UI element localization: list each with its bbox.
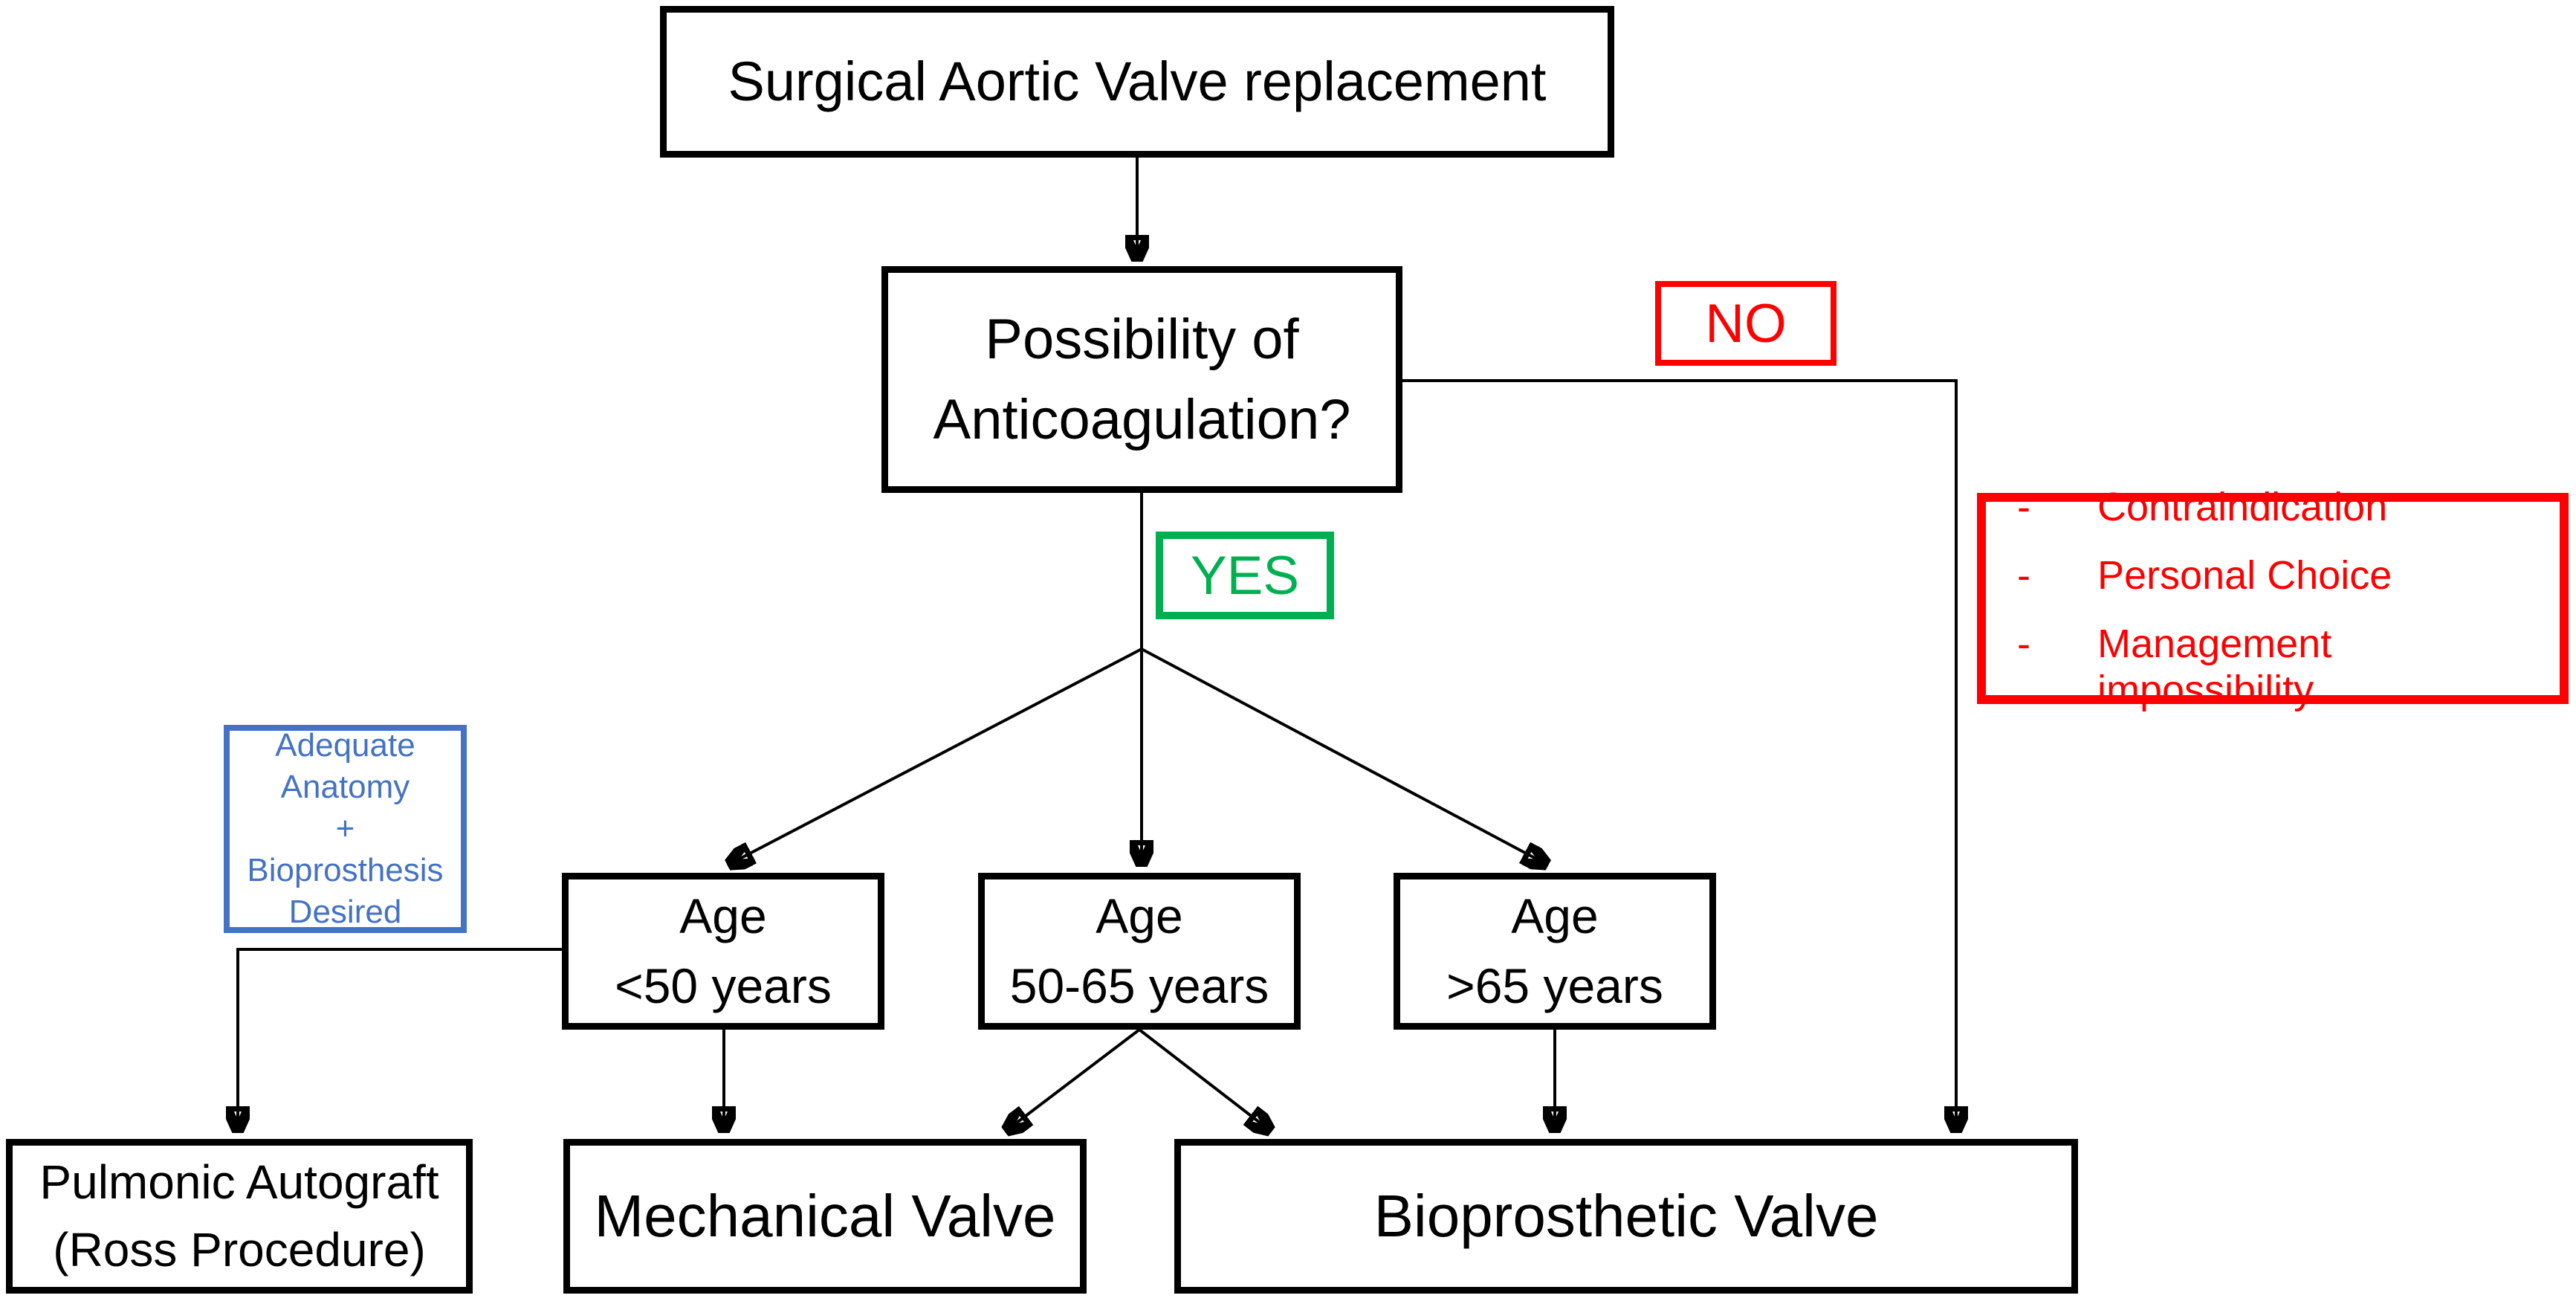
node-age-lt50: Age <50 years <box>562 873 884 1030</box>
no-reason-item: - Contraindication <box>2017 484 2546 530</box>
node-bioprosthetic-valve: Bioprosthetic Valve <box>1174 1139 2078 1294</box>
node-mechanical-valve-label: Mechanical Valve <box>594 1183 1056 1250</box>
node-mechanical-valve: Mechanical Valve <box>563 1139 1087 1294</box>
node-anticoagulation: Possibility of Anticoagulation? <box>881 266 1402 493</box>
connector-yes-to-age-lt50 <box>730 648 1142 864</box>
note-ross-criteria: Adequate Anatomy + Bioprosthesis Desired <box>224 725 467 933</box>
no-reason-bullet: - <box>2017 552 2030 598</box>
no-reason-bullet: - <box>2017 484 2030 529</box>
connector-yes-to-age-gt65 <box>1141 648 1546 864</box>
node-pulmonic-autograft-label: Pulmonic Autograft (Ross Procedure) <box>39 1155 439 1276</box>
node-age-gt65-label: Age >65 years <box>1446 888 1663 1013</box>
no-reason-text: Personal Choice <box>2097 552 2392 598</box>
connector-age-50-65-to-mechanical <box>1007 1028 1141 1130</box>
node-pulmonic-autograft: Pulmonic Autograft (Ross Procedure) <box>6 1139 473 1294</box>
node-savr-label: Surgical Aortic Valve replacement <box>728 51 1547 113</box>
connector-age-lt50-to-pulmonic <box>238 948 562 1130</box>
no-reason-bullet: - <box>2017 622 2030 666</box>
no-reason-text: Contraindication <box>2097 484 2388 529</box>
node-age-50-65-label: Age 50-65 years <box>1009 888 1269 1013</box>
no-reason-text: Management impossibility <box>2097 622 2332 713</box>
no-reason-item: - Management impossibility <box>2017 621 2546 713</box>
node-anticoagulation-label: Possibility of Anticoagulation? <box>933 307 1351 451</box>
node-age-gt65: Age >65 years <box>1394 873 1716 1030</box>
connector-age-50-65-to-bioprosthetic <box>1138 1028 1269 1130</box>
node-savr: Surgical Aortic Valve replacement <box>660 6 1614 158</box>
connector-no-to-bioprosthetic <box>1399 379 1956 1130</box>
note-ross-criteria-text: Adequate Anatomy + Bioprosthesis Desired <box>247 727 444 930</box>
node-bioprosthetic-valve-label: Bioprosthetic Valve <box>1373 1183 1879 1250</box>
box-no-reasons: - Contraindication - Personal Choice - M… <box>1977 485 2569 712</box>
label-yes-text: YES <box>1190 545 1300 606</box>
no-reason-item: - Personal Choice <box>2017 552 2546 598</box>
label-no-text: NO <box>1705 293 1787 354</box>
node-age-lt50-label: Age <50 years <box>615 888 832 1013</box>
node-age-50-65: Age 50-65 years <box>978 873 1301 1030</box>
label-yes: YES <box>1156 532 1334 619</box>
label-no: NO <box>1655 281 1836 366</box>
